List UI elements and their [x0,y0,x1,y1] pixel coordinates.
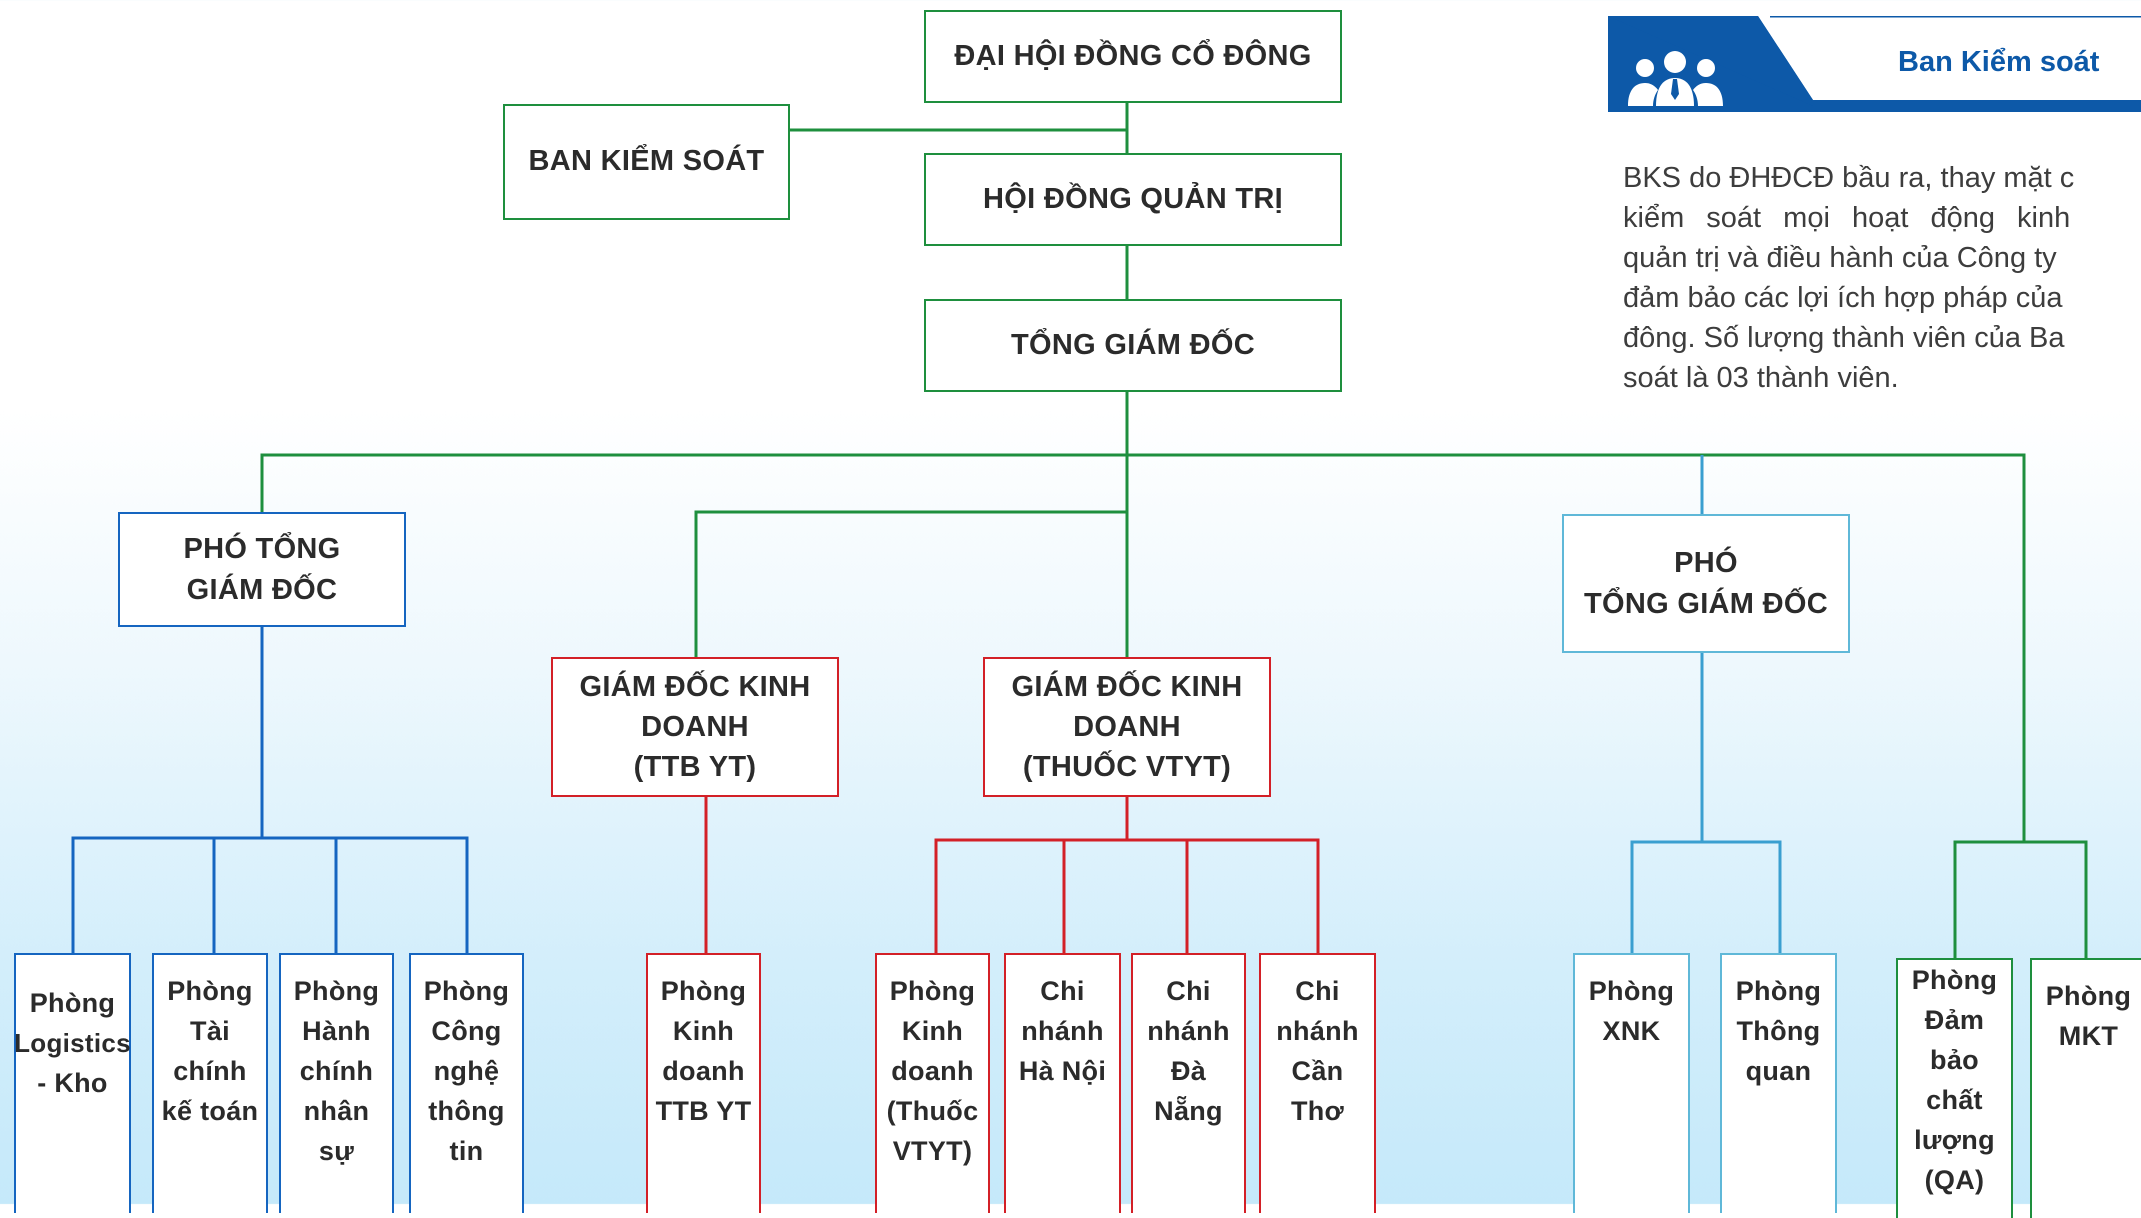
branch-hanoi-line: Hà Nội [1018,1056,1107,1086]
panel-header-shape [1608,16,2141,112]
dept-finance-line: Tài [190,1016,230,1046]
dept-qa-line: Phòng [1911,965,1998,995]
deputy-director-left-box: PHÓ TỔNG GIÁM ĐỐC [118,512,406,627]
dept-sales-ttb-line: Kinh [672,1016,735,1046]
sales-thuoc-line-3: (THUỐC VTYT) [1022,751,1232,783]
dept-sales-thuoc-line: Phòng [889,976,976,1006]
dept-qa-line: (QA) [1924,1165,1985,1195]
dept-mkt-line: MKT [2058,1021,2119,1051]
panel-line: đông. Số lượng thành viên của Ba [1623,322,2065,354]
sales-thuoc-line-1: GIÁM ĐỐC KINH [1011,670,1243,703]
dept-logistics-line: - Kho [37,1068,108,1098]
dept-sales-ttb: Phòng Kinh doanh TTB YT [646,953,761,1213]
general-director-box: TỔNG GIÁM ĐỐC [924,299,1342,392]
branch-hanoi-line: nhánh [1021,1016,1104,1046]
dept-it-line: Công [431,1016,502,1046]
sales-thuoc-line-2: DOANH [1073,710,1181,743]
dept-sales-ttb-line: Phòng [660,976,747,1006]
panel-line: đảm bảo các lợi ích hợp pháp của [1623,282,2063,314]
branch-cantho-line: Thơ [1290,1096,1345,1126]
branch-danang-line: Chi [1166,976,1211,1006]
dept-hr: Phòng Hành chính nhân sự [279,953,394,1213]
dept-qa: Phòng Đảm bảo chất lượng (QA) [1896,958,2013,1218]
dept-hr-line: Phòng [293,976,380,1006]
dept-it-line: thông [428,1096,505,1126]
dept-customs-line: quan [1745,1056,1812,1086]
dept-sales-thuoc-line: doanh [891,1056,974,1086]
sales-director-ttb-box: GIÁM ĐỐC KINH DOANH (TTB YT) [551,657,839,797]
deputy-director-right-box: PHÓ TỔNG GIÁM ĐỐC [1562,514,1850,653]
sales-director-thuoc-box: GIÁM ĐỐC KINH DOANH (THUỐC VTYT) [983,657,1271,797]
dept-qa-line: Đảm [1924,1005,1985,1035]
branch-cantho-line: nhánh [1276,1016,1359,1046]
dept-finance-line: kế toán [161,1096,259,1126]
dept-xnk-line: Phòng [1588,976,1675,1006]
dept-hr-line: Hành [302,1016,371,1046]
dept-sales-thuoc-line: VTYT) [892,1136,973,1166]
dept-xnk: Phòng XNK [1573,953,1690,1213]
supervisory-board-label: BAN KIỂM SOÁT [528,145,765,178]
dept-sales-thuoc: Phòng Kinh doanh (Thuốc VTYT) [875,953,990,1213]
dept-customs-line: Thông [1736,1016,1821,1046]
dept-logistics: Phòng Logistics - Kho [14,953,131,1213]
shareholders-label: ĐẠI HỘI ĐỒNG CỔ ĐÔNG [954,39,1312,72]
dept-qa-line: bảo [1930,1045,1979,1075]
dept-sales-thuoc-line: (Thuốc [886,1096,979,1126]
dept-it-line: nghệ [433,1056,500,1086]
branch-cantho-line: Chi [1295,976,1340,1006]
dept-customs: Phòng Thông quan [1720,953,1837,1213]
deputy-left-line-1: PHÓ TỔNG [183,533,341,566]
board-of-directors-label: HỘI ĐỒNG QUẢN TRỊ [983,182,1283,215]
dept-it-line: tin [449,1136,484,1166]
dept-qa-line: chất [1926,1085,1983,1115]
supervisory-board-box: BAN KIỂM SOÁT [503,104,790,220]
dept-finance-line: Phòng [167,976,253,1006]
shareholders-box: ĐẠI HỘI ĐỒNG CỔ ĐÔNG [924,10,1342,103]
sales-ttb-line-3: (TTB YT) [633,751,757,783]
panel-line: kiểm soát mọi hoạt động kinh [1623,202,2071,234]
dept-sales-ttb-line: doanh [662,1056,745,1086]
dept-finance-line: chính [173,1056,247,1086]
dept-xnk-line: XNK [1602,1016,1661,1046]
people-group-icon [1628,51,1723,106]
branch-danang: Chi nhánh Đà Nẵng [1131,953,1246,1213]
dept-mkt: Phòng MKT [2030,958,2141,1218]
branch-danang-line: Đà [1170,1056,1207,1086]
dept-sales-thuoc-line: Kinh [901,1016,964,1046]
sales-ttb-line-2: DOANH [641,710,749,743]
dept-sales-ttb-line: TTB YT [655,1096,752,1126]
dept-finance: Phòng Tài chính kế toán [152,953,268,1213]
panel-description: BKS do ĐHĐCĐ bầu ra, thay mặt c kiểm soá… [1623,158,2141,398]
dept-it: Phòng Công nghệ thông tin [409,953,524,1213]
panel-line: quản trị và điều hành của Công ty [1623,242,2057,274]
panel-line: BKS do ĐHĐCĐ bầu ra, thay mặt c [1623,162,2075,194]
deputy-right-line-1: PHÓ [1674,547,1738,580]
dept-hr-line: chính [299,1056,374,1086]
dept-logistics-line: Phòng [29,988,116,1018]
dept-logistics-line: Logistics [14,1028,131,1058]
general-director-label: TỔNG GIÁM ĐỐC [1011,328,1255,361]
deputy-left-line-2: GIÁM ĐỐC [186,573,338,606]
branch-cantho: Chi nhánh Cần Thơ [1259,953,1376,1213]
dept-hr-line: sự [318,1136,355,1166]
dept-customs-line: Phòng [1735,976,1822,1006]
branch-danang-line: nhánh [1147,1016,1230,1046]
panel-line: soát là 03 thành viên. [1623,362,1899,394]
board-of-directors-box: HỘI ĐỒNG QUẢN TRỊ [924,153,1342,246]
branch-cantho-line: Cần [1291,1056,1344,1086]
sales-ttb-line-1: GIÁM ĐỐC KINH [579,670,811,703]
dept-hr-line: nhân [303,1096,370,1126]
branch-hanoi-line: Chi [1040,976,1085,1006]
deputy-right-line-2: TỔNG GIÁM ĐỐC [1584,587,1828,620]
branch-danang-line: Nẵng [1154,1096,1223,1126]
branch-hanoi: Chi nhánh Hà Nội [1004,953,1121,1213]
dept-mkt-line: Phòng [2045,981,2132,1011]
dept-it-line: Phòng [423,976,510,1006]
dept-qa-line: lượng [1914,1125,1995,1155]
panel-title: Ban Kiểm soát [1898,46,2100,78]
